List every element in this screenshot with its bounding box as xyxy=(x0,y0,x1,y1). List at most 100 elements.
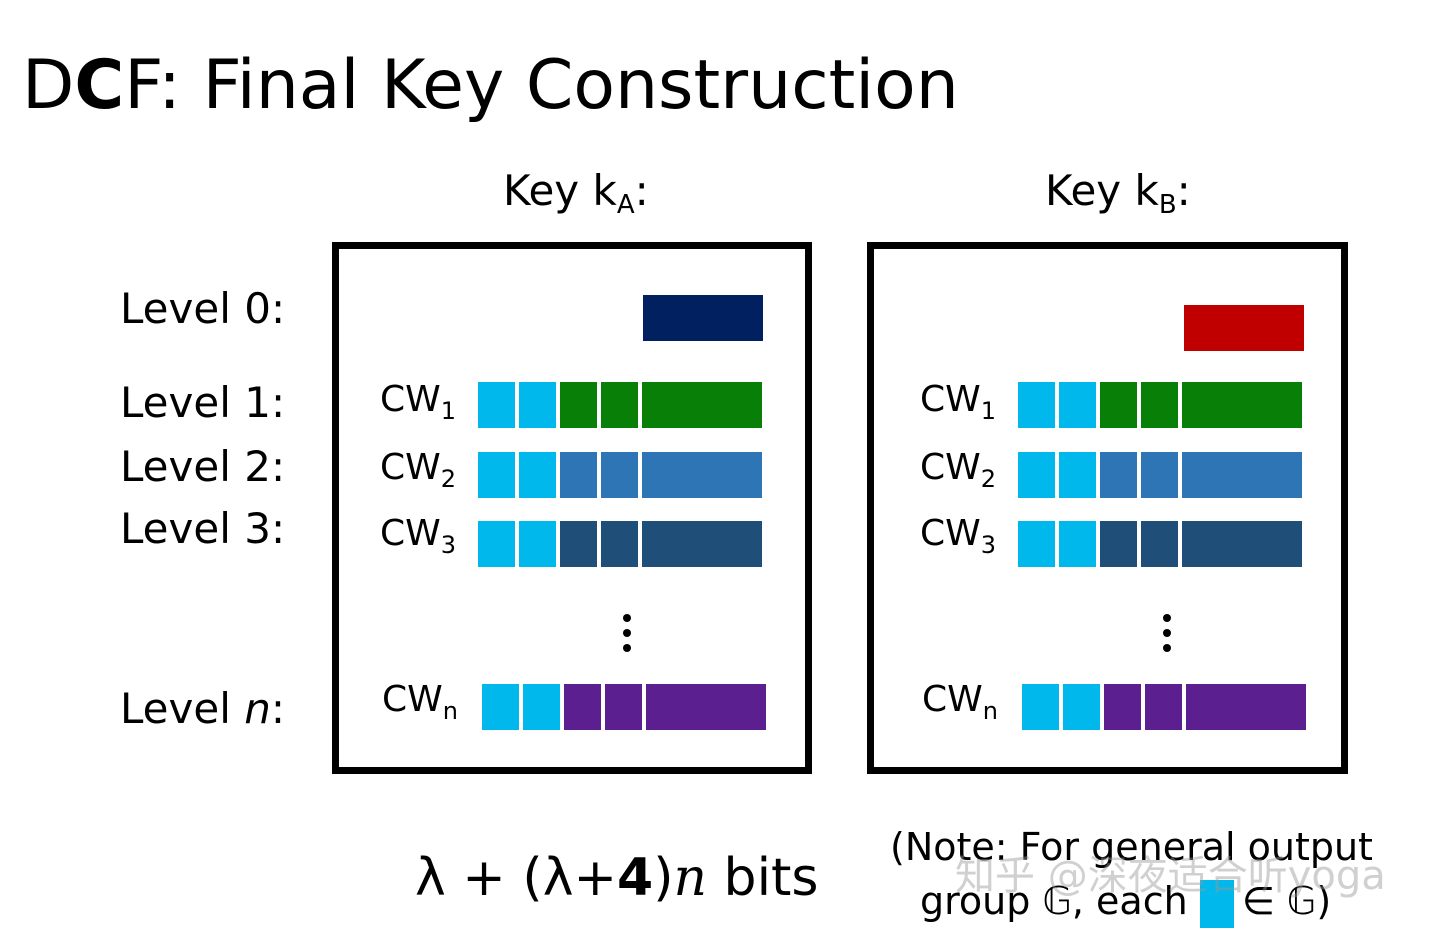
key-b-cw1-segment-4 xyxy=(1141,382,1178,428)
key-b-cwn-label: CWn xyxy=(922,680,998,731)
key-a-cw1-segment-1 xyxy=(478,382,515,428)
key-a-cwn-main: CW xyxy=(382,679,443,720)
note-line-2: group 𝔾, each ∈ 𝔾) xyxy=(920,878,1331,928)
key-a-label-end: : xyxy=(634,166,649,215)
level-3-label: Level 3: xyxy=(120,504,286,553)
watermark: 知乎 @深夜适合听yoga xyxy=(955,853,1386,899)
key-a-cw2-segment-4 xyxy=(601,452,638,498)
key-a-cw1-segment-4 xyxy=(601,382,638,428)
page-title: DCF: Final Key Construction xyxy=(22,46,959,126)
key-b-cwn-segment-3 xyxy=(1104,684,1141,730)
key-a-cwn-segment-3 xyxy=(564,684,601,730)
key-a-cw1-segment-3 xyxy=(560,382,597,428)
bits-part-c: ) xyxy=(653,848,674,908)
key-b-cw3-segment-3 xyxy=(1100,521,1137,567)
key-a-cw3-segment-4 xyxy=(601,521,638,567)
key-b-label: Key kB: xyxy=(1045,166,1191,230)
key-a-cw1-label: CW1 xyxy=(380,380,456,431)
key-b-vertical-ellipsis xyxy=(1163,614,1173,659)
key-a-cw1-main: CW xyxy=(380,379,441,420)
key-b-cw3-segment-4 xyxy=(1141,521,1178,567)
key-b-cw2-sub: 2 xyxy=(980,465,997,493)
key-b-cw1-segment-5 xyxy=(1182,382,1302,428)
key-a-cw3-sub: 3 xyxy=(440,531,457,559)
key-a-cwn-segment-2 xyxy=(523,684,560,730)
key-b-cwn-segment-2 xyxy=(1063,684,1100,730)
bits-part-b: 4 xyxy=(617,848,654,908)
key-b-cw2-segment-5 xyxy=(1182,452,1302,498)
key-a-cwn-segment-5 xyxy=(646,684,766,730)
key-a-label: Key kA: xyxy=(503,166,649,230)
key-b-cwn-segment-5 xyxy=(1186,684,1306,730)
key-b-cwn-main: CW xyxy=(922,679,983,720)
key-a-cw2-segment-3 xyxy=(560,452,597,498)
key-b-cw2-main: CW xyxy=(920,447,981,488)
key-a-label-sub: A xyxy=(616,190,635,220)
key-a-cwn-sub: n xyxy=(442,697,458,725)
title-c: C xyxy=(74,46,125,125)
key-b-cw2-segment-2 xyxy=(1059,452,1096,498)
note-line-2a: group 𝔾, each xyxy=(920,879,1188,923)
title-d: D xyxy=(22,46,75,125)
key-b-cw1-sub: 1 xyxy=(980,397,997,425)
key-a-cw2-segment-5 xyxy=(642,452,762,498)
key-a-vertical-ellipsis xyxy=(623,614,633,659)
key-a-cw2-segment-2 xyxy=(519,452,556,498)
level-0-label: Level 0: xyxy=(120,284,286,333)
level-n-prefix: Level xyxy=(120,684,245,733)
level-n-var: n xyxy=(244,684,271,733)
note-line-1: (Note: For general output xyxy=(890,825,1373,869)
key-b-label-main: Key k xyxy=(1045,166,1159,215)
key-a-cw1-segment-5 xyxy=(642,382,762,428)
key-b-cw1-segment-1 xyxy=(1018,382,1055,428)
level-1-label: Level 1: xyxy=(120,378,286,427)
key-b-cw3-main: CW xyxy=(920,513,981,554)
key-b-cwn-sub: n xyxy=(982,697,998,725)
key-a-cw2-sub: 2 xyxy=(440,465,457,493)
key-a-cw3-segment-5 xyxy=(642,521,762,567)
key-b-seed-block xyxy=(1184,305,1304,351)
key-b-cw1-label: CW1 xyxy=(920,380,996,431)
key-a-cw3-segment-1 xyxy=(478,521,515,567)
bits-part-n: n xyxy=(673,848,708,908)
key-a-seed-block xyxy=(643,295,763,341)
key-a-cw2-label: CW2 xyxy=(380,448,456,499)
bits-part-d: bits xyxy=(707,848,819,908)
title-rest: F: Final Key Construction xyxy=(124,46,959,125)
key-size-formula: λ + (λ+4)n bits xyxy=(415,848,819,908)
key-a-cw2-segment-1 xyxy=(478,452,515,498)
level-n-label: Level n: xyxy=(120,684,285,734)
key-b-label-sub: B xyxy=(1158,190,1177,220)
bits-part-a: λ + (λ+ xyxy=(415,848,618,908)
key-a-cw1-segment-2 xyxy=(519,382,556,428)
key-a-cw3-segment-3 xyxy=(560,521,597,567)
key-b-cw1-segment-3 xyxy=(1100,382,1137,428)
key-b-cw1-segment-2 xyxy=(1059,382,1096,428)
key-a-cw3-label: CW3 xyxy=(380,514,456,565)
key-b-cw3-label: CW3 xyxy=(920,514,996,565)
key-b-cw2-label: CW2 xyxy=(920,448,996,499)
key-b-cw3-segment-5 xyxy=(1182,521,1302,567)
key-a-cwn-segment-4 xyxy=(605,684,642,730)
key-b-cw2-segment-4 xyxy=(1141,452,1178,498)
key-a-cwn-label: CWn xyxy=(382,680,458,731)
key-a-label-main: Key k xyxy=(503,166,617,215)
key-a-cw3-segment-2 xyxy=(519,521,556,567)
key-b-label-end: : xyxy=(1176,166,1191,215)
key-b-cw2-segment-1 xyxy=(1018,452,1055,498)
key-a-cw1-sub: 1 xyxy=(440,397,457,425)
note-swatch xyxy=(1199,880,1234,928)
key-b-cwn-segment-1 xyxy=(1022,684,1059,730)
key-b-cw3-segment-2 xyxy=(1059,521,1096,567)
key-b-cwn-segment-4 xyxy=(1145,684,1182,730)
key-b-cw2-segment-3 xyxy=(1100,452,1137,498)
key-b-cw1-main: CW xyxy=(920,379,981,420)
level-n-suffix: : xyxy=(270,684,285,733)
key-a-cwn-segment-1 xyxy=(482,684,519,730)
key-b-cw3-sub: 3 xyxy=(980,531,997,559)
note-line-2b: ∈ 𝔾) xyxy=(1241,879,1332,923)
key-b-cw3-segment-1 xyxy=(1018,521,1055,567)
key-a-cw3-main: CW xyxy=(380,513,441,554)
key-a-cw2-main: CW xyxy=(380,447,441,488)
level-2-label: Level 2: xyxy=(120,442,286,491)
